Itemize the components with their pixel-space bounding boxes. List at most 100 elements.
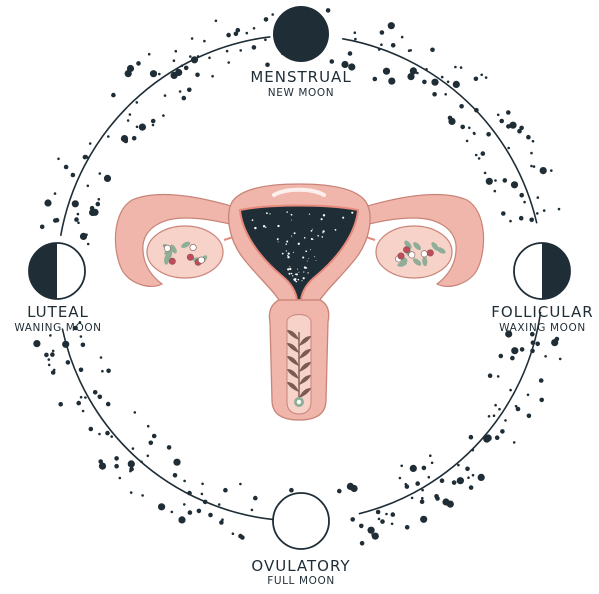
star-dot [378,48,381,51]
cavity-sparkle [277,225,279,227]
star-dot [253,496,258,501]
cavity-sparkle [335,229,337,231]
cavity-sparkle [291,273,293,275]
star-dot [391,512,396,517]
star-dot [401,36,404,39]
star-dot [111,93,116,98]
cavity-sparkle [287,268,289,270]
star-dot [203,500,208,505]
star-dot [448,118,455,125]
star-dot [441,76,444,79]
star-dot [527,414,532,419]
star-dot [85,233,88,236]
flower-icon [403,247,409,253]
cavity-sparkle [289,266,290,267]
cavity-sparkle [312,229,313,230]
cavity-sparkle [292,275,293,276]
star-dot [149,441,154,446]
cavity-sparkle [291,214,293,216]
star-dot [359,524,364,529]
star-dot [326,8,331,13]
star-dot [218,503,221,506]
star-dot [385,513,388,516]
star-dot [459,104,464,109]
cavity-sparkle [265,227,266,228]
star-dot [253,27,256,30]
star-dot [474,108,479,113]
star-dot [540,167,547,174]
star-dot [80,335,83,338]
star-dot [422,466,427,471]
star-dot [488,415,491,418]
star-dot [99,463,106,470]
star-dot [527,394,530,397]
star-dot [98,198,101,201]
star-dot [164,94,167,97]
star-dot [178,516,185,523]
star-dot [148,53,151,56]
star-dot [486,132,491,137]
uterus-icon [115,184,483,420]
star-dot [181,65,184,68]
cavity-sparkle [304,237,306,239]
star-dot [530,349,535,354]
star-dot [501,211,506,216]
star-dot [252,45,257,50]
star-dot [183,480,186,483]
flower-icon [164,245,170,251]
star-dot [187,88,192,93]
star-dot [460,66,463,69]
star-dot [183,503,186,506]
flower-icon [187,254,193,260]
first-quarter-moon-icon [514,243,570,299]
star-dot [447,81,450,84]
cavity-sparkle [266,212,268,214]
star-dot [271,13,274,16]
star-dot [226,50,229,53]
star-dot [152,434,157,439]
star-dot [114,456,119,461]
star-dot [182,96,187,101]
star-dot [475,154,478,157]
star-dot [411,497,414,500]
cavity-sparkle [285,243,287,245]
cavity-sparkle [301,280,302,281]
waning-moon-label: WANING MOON [0,322,116,334]
star-dot [388,78,395,85]
star-dot [469,485,474,490]
star-dot [184,66,189,71]
star-dot [555,337,560,342]
star-dot [509,389,512,392]
star-dot [526,135,531,140]
star-dot [152,124,155,127]
star-dot [350,517,355,522]
star-dot [460,125,465,130]
star-dot [347,483,354,490]
star-dot [368,527,375,534]
star-dot [119,477,122,480]
cavity-sparkle [317,235,319,237]
star-dot [57,158,60,161]
star-dot [432,92,437,97]
star-dot [64,165,69,170]
star-dot [494,190,497,193]
cavity-sparkle [306,267,307,268]
star-dot [208,57,211,60]
star-dot [71,173,76,178]
star-dot [173,59,176,62]
star-dot [44,353,49,358]
luteal-label: LUTEAL [0,303,116,321]
star-dot [513,441,516,444]
cavity-sparkle [295,274,296,275]
star-dot [195,73,200,78]
star-dot [227,61,230,64]
star-dot [136,101,139,104]
star-dot [162,114,165,117]
star-dot [201,493,204,496]
star-dot [497,375,500,378]
star-dot [85,155,88,158]
star-dot [139,124,146,131]
cavity-sparkle [269,213,270,214]
cavity-sparkle [309,214,310,215]
